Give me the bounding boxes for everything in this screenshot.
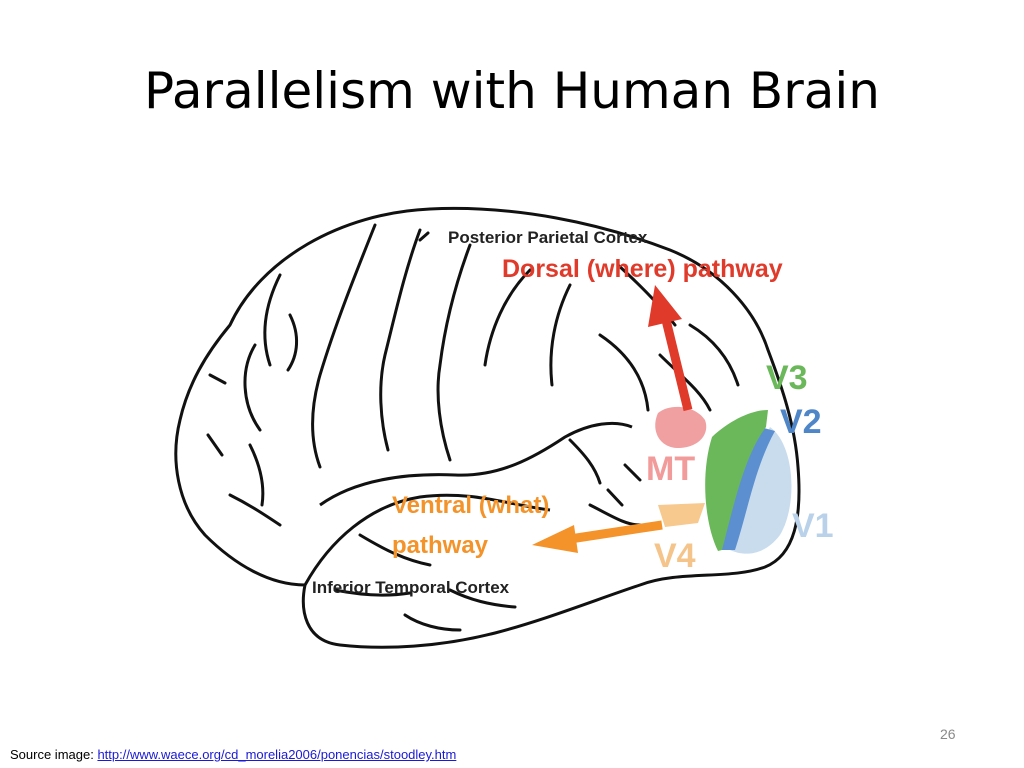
label-inferior-temporal: Inferior Temporal Cortex [312,578,510,597]
area-v4 [658,503,705,527]
area-v2 [720,427,775,550]
label-ventral-line1: Ventral (what) [392,492,549,519]
brain-outline [174,207,801,649]
sulci [206,223,740,632]
label-mt: MT [646,450,695,488]
brain-svg: Posterior Parietal Cortex Dorsal (where)… [174,207,834,649]
label-v4: V4 [654,537,696,575]
area-v1 [730,427,792,554]
label-v3: V3 [766,359,808,397]
label-v1: V1 [792,507,834,545]
label-v2: V2 [780,403,822,441]
label-posterior-parietal: Posterior Parietal Cortex [448,228,648,247]
area-v3 [705,410,768,551]
slide-number: 26 [940,726,956,742]
area-mt [655,406,707,449]
source-link[interactable]: http://www.waece.org/cd_morelia2006/pone… [97,747,457,762]
dorsal-arrow [648,285,693,412]
label-ventral-line2: pathway [392,532,489,559]
slide-title: Parallelism with Human Brain [144,62,880,120]
source-prefix: Source image: [10,747,98,762]
sylvian-fissure [319,421,633,507]
brain-diagram: Posterior Parietal Cortex Dorsal (where)… [170,205,870,675]
temporal-boundary [303,493,551,586]
source-line: Source image: http://www.waece.org/cd_mo… [10,747,456,762]
ventral-arrow [532,520,663,553]
label-dorsal: Dorsal (where) pathway [502,255,783,283]
